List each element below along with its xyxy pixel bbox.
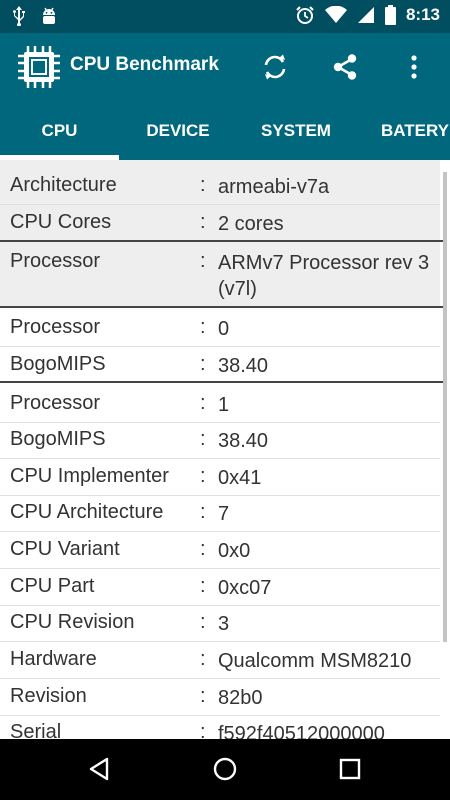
row-shading xyxy=(0,160,440,241)
android-debug-icon xyxy=(43,7,55,24)
row-divider xyxy=(0,678,440,679)
row-divider xyxy=(0,495,440,496)
row-divider xyxy=(0,422,440,423)
row-divider xyxy=(0,458,440,459)
refresh-icon[interactable] xyxy=(259,51,291,83)
row-divider xyxy=(0,715,440,716)
info-value: 1 xyxy=(218,394,230,416)
info-label: Hardware xyxy=(10,648,97,670)
info-label: Architecture xyxy=(10,174,117,196)
info-value: ARMv7 Processor rev 3 (v7l) xyxy=(218,252,430,300)
home-icon[interactable] xyxy=(212,756,238,782)
info-label: Processor xyxy=(10,250,101,272)
tab-system[interactable]: SYSTEM xyxy=(261,121,331,140)
row-divider xyxy=(0,641,440,642)
tab-selected-indicator xyxy=(0,155,119,160)
group-divider xyxy=(0,240,443,242)
tab-device[interactable]: DEVICE xyxy=(146,121,210,140)
info-value: 38.40 xyxy=(218,430,269,452)
app-bar: CPU Benchmark xyxy=(0,33,450,101)
info-label: CPU Variant xyxy=(10,538,120,560)
recents-icon[interactable] xyxy=(337,756,363,782)
row-divider xyxy=(0,568,440,569)
info-colon: : xyxy=(200,465,206,487)
info-label: Processor xyxy=(10,392,101,414)
info-colon: : xyxy=(200,648,206,670)
info-colon: : xyxy=(200,211,206,233)
info-value: 2 cores xyxy=(218,213,284,235)
info-label: Processor xyxy=(10,316,101,338)
info-value: 0x41 xyxy=(218,467,262,489)
row-shading xyxy=(0,241,440,307)
share-icon[interactable] xyxy=(329,51,361,83)
info-colon: : xyxy=(200,392,206,414)
info-value: 7 xyxy=(218,503,230,525)
info-value: 0xc07 xyxy=(218,577,272,599)
info-label: CPU Cores xyxy=(10,211,112,233)
info-label: Serial xyxy=(10,721,62,739)
row-divider xyxy=(0,605,440,606)
wifi-icon xyxy=(324,6,347,23)
info-colon: : xyxy=(200,250,206,272)
cpu-info-list[interactable]: Architecture : armeabi-v7a CPU Cores : 2… xyxy=(0,160,450,739)
scrollbar[interactable] xyxy=(443,172,447,642)
back-icon[interactable] xyxy=(86,756,112,782)
status-bar: 8:13 xyxy=(0,0,450,33)
row-divider xyxy=(0,204,440,205)
battery-icon xyxy=(384,5,396,25)
tab-bar: CPU DEVICE SYSTEM BATERY xyxy=(0,101,450,160)
info-label: BogoMIPS xyxy=(10,353,106,375)
status-time: 8:13 xyxy=(405,5,440,24)
app-title: CPU Benchmark xyxy=(70,54,219,75)
group-divider xyxy=(0,381,443,383)
info-value: Qualcomm MSM8210 xyxy=(218,650,412,672)
info-label: CPU Part xyxy=(10,575,95,597)
row-divider xyxy=(0,346,440,347)
tab-batery[interactable]: BATERY xyxy=(381,121,449,140)
info-label: CPU Implementer xyxy=(10,465,169,487)
info-value: f592f40512000000 xyxy=(218,723,385,739)
info-value: 38.40 xyxy=(218,355,269,377)
usb-icon xyxy=(13,6,25,26)
info-colon: : xyxy=(200,685,206,707)
group-divider xyxy=(0,306,443,308)
cpu-chip-logo-icon xyxy=(18,46,60,88)
info-value: 0 xyxy=(218,318,230,340)
info-colon: : xyxy=(200,611,206,633)
info-label: CPU Revision xyxy=(10,611,135,633)
navigation-bar xyxy=(0,739,450,800)
info-label: Revision xyxy=(10,685,87,707)
info-colon: : xyxy=(200,428,206,450)
info-colon: : xyxy=(200,575,206,597)
info-value: 82b0 xyxy=(218,687,263,709)
info-value: 0x0 xyxy=(218,540,251,562)
info-colon: : xyxy=(200,353,206,375)
info-label: CPU Architecture xyxy=(10,501,164,523)
info-colon: : xyxy=(200,538,206,560)
signal-icon xyxy=(357,7,374,23)
info-value: 3 xyxy=(218,613,230,635)
info-colon: : xyxy=(200,174,206,196)
info-colon: : xyxy=(200,501,206,523)
info-colon: : xyxy=(200,316,206,338)
info-colon: : xyxy=(200,721,206,739)
alarm-icon xyxy=(296,6,314,24)
tab-cpu[interactable]: CPU xyxy=(41,121,78,140)
info-value: armeabi-v7a xyxy=(218,176,330,198)
more-vert-icon[interactable] xyxy=(398,51,430,83)
row-divider xyxy=(0,531,440,532)
info-label: BogoMIPS xyxy=(10,428,106,450)
